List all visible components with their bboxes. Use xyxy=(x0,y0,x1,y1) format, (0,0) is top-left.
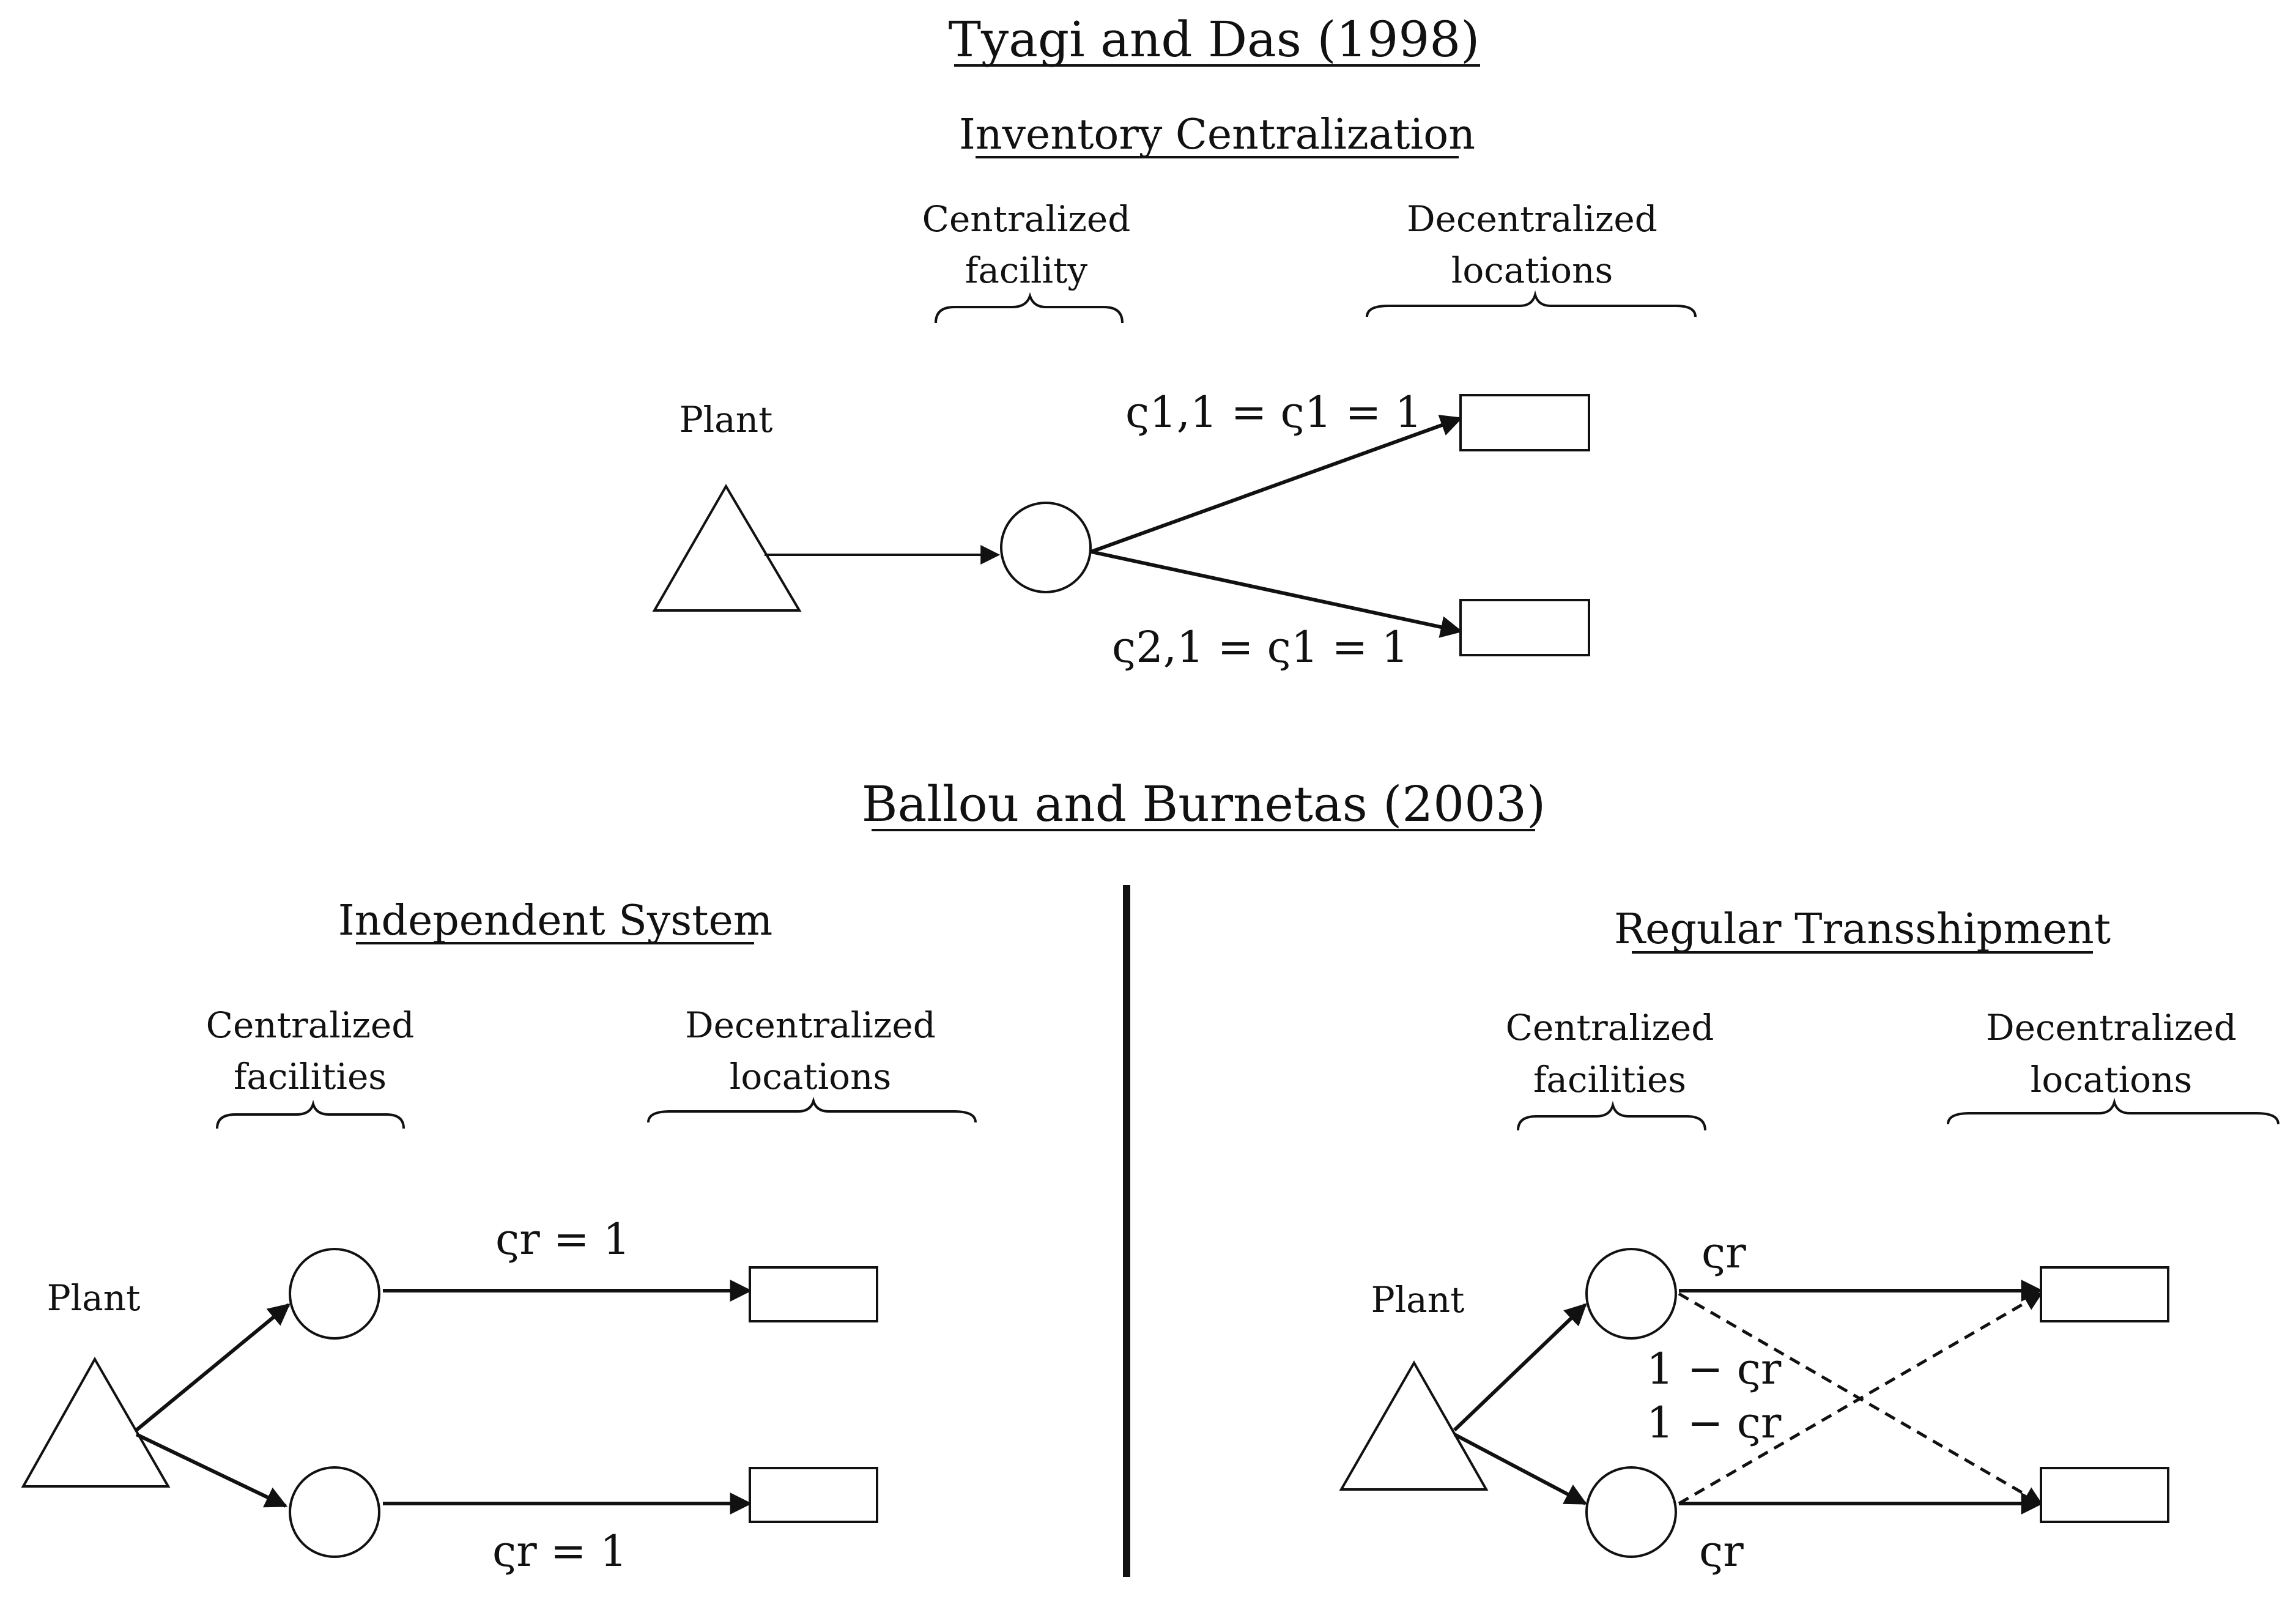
left-lower-location xyxy=(749,1467,878,1523)
top-section: Tyagi and Das (1998) Inventory Centraliz… xyxy=(652,11,1697,672)
left-lower-facility-node xyxy=(289,1466,380,1558)
left-decentralized-label-line1: Decentralized xyxy=(685,1004,936,1046)
decentralized-locations-brace xyxy=(1366,290,1697,317)
right-centralized-brace xyxy=(1517,1100,1706,1131)
plant-triangle xyxy=(652,484,802,612)
right-plant-to-lower-facility-arrow xyxy=(1453,1433,1588,1505)
left-centralized-brace xyxy=(216,1099,405,1129)
left-plant-to-lower-facility-arrow xyxy=(135,1433,288,1508)
right-upper-location xyxy=(2040,1266,2169,1322)
left-plant-to-upper-facility-arrow xyxy=(135,1303,291,1432)
upper-decentralized-location xyxy=(1459,394,1590,451)
right-upper-flow-label: ςr xyxy=(1702,1228,1746,1278)
bottom-title: Ballou and Burnetas (2003) xyxy=(862,776,1546,833)
left-upper-flow-label: ςr = 1 xyxy=(495,1214,630,1264)
right-plant-label: Plant xyxy=(1371,1279,1465,1321)
right-upper-facility-node xyxy=(1585,1248,1677,1340)
right-centralized-label-line1: Centralized xyxy=(1506,1007,1714,1048)
left-upper-location xyxy=(749,1266,878,1322)
top-title: Tyagi and Das (1998) xyxy=(949,11,1480,68)
centralized-facility-label-line2: facility xyxy=(965,250,1087,291)
right-decentralized-brace xyxy=(1947,1097,2279,1125)
center-to-upper-location-arrow xyxy=(1090,415,1463,554)
left-lower-flow-label: ςr = 1 xyxy=(492,1526,627,1576)
right-decentralized-label-line2: locations xyxy=(2031,1059,2192,1100)
plant-label: Plant xyxy=(680,399,773,440)
centralized-facility-brace xyxy=(935,292,1124,324)
regular-transshipment-panel: Regular Transshipment Centralized facili… xyxy=(1339,905,2279,1576)
right-cross-flow-label-2: 1 − ςr xyxy=(1646,1398,1782,1448)
left-centralized-label-line2: facilities xyxy=(234,1056,387,1097)
independent-system-subtitle: Independent System xyxy=(338,897,772,945)
top-subtitle: Inventory Centralization xyxy=(959,111,1475,159)
left-decentralized-brace xyxy=(647,1096,977,1123)
decentralized-locations-label-line2: locations xyxy=(1451,250,1613,291)
lower-flow-label: ς2,1 = ς1 = 1 xyxy=(1112,622,1409,672)
center-to-lower-location-arrow xyxy=(1091,550,1463,638)
centralized-facility-node xyxy=(1000,502,1092,593)
right-plant-triangle xyxy=(1339,1360,1489,1491)
upper-flow-label: ς1,1 = ς1 = 1 xyxy=(1125,387,1422,437)
independent-system-panel: Independent System Centralized facilitie… xyxy=(21,897,977,1576)
right-lower-facility-node xyxy=(1585,1466,1677,1558)
left-plant-label: Plant xyxy=(47,1277,141,1319)
left-decentralized-label-line2: locations xyxy=(730,1056,891,1097)
centralized-facility-label-line1: Centralized xyxy=(922,198,1131,240)
regular-transshipment-subtitle: Regular Transshipment xyxy=(1614,905,2111,954)
left-centralized-label-line1: Centralized xyxy=(206,1004,415,1046)
right-cross-flow-label-1: 1 − ςr xyxy=(1646,1344,1782,1394)
right-decentralized-label-line1: Decentralized xyxy=(1986,1007,2237,1048)
right-lower-flow-label: ςr xyxy=(1699,1526,1744,1576)
right-lower-location xyxy=(2040,1467,2169,1523)
left-plant-triangle xyxy=(21,1356,171,1488)
right-centralized-label-line2: facilities xyxy=(1533,1059,1686,1100)
right-plant-to-upper-facility-arrow xyxy=(1453,1303,1587,1432)
left-upper-facility-node xyxy=(289,1248,380,1340)
lower-facility-to-upper-location-dashed-arrow xyxy=(1678,1292,2043,1505)
lower-decentralized-location xyxy=(1459,599,1590,656)
decentralized-locations-label-line1: Decentralized xyxy=(1407,198,1657,240)
